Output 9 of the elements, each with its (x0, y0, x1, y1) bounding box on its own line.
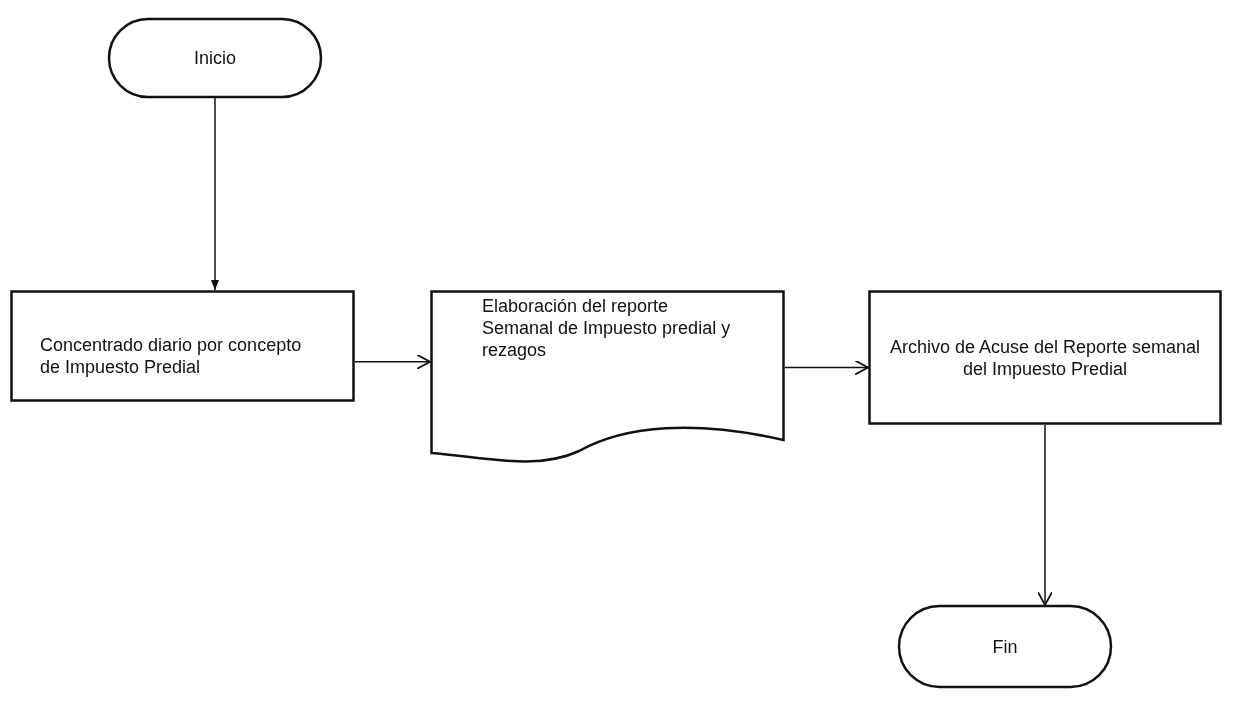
step-label: Fin (992, 635, 1018, 658)
arrow (784, 359, 869, 376)
step-label: Concentrado diario por concepto de Impuesto Predial (40, 334, 303, 378)
step-label: Elaboración del reporte Semanal de Impuesto predial y rezagos (482, 294, 732, 361)
arrow (211, 97, 219, 291)
arrow (1037, 424, 1053, 606)
arrow (354, 353, 431, 370)
step-label: Archivo de Acuse del Reporte semanal del Impuesto Predial (888, 335, 1202, 380)
step-label: Inicio (194, 47, 236, 69)
